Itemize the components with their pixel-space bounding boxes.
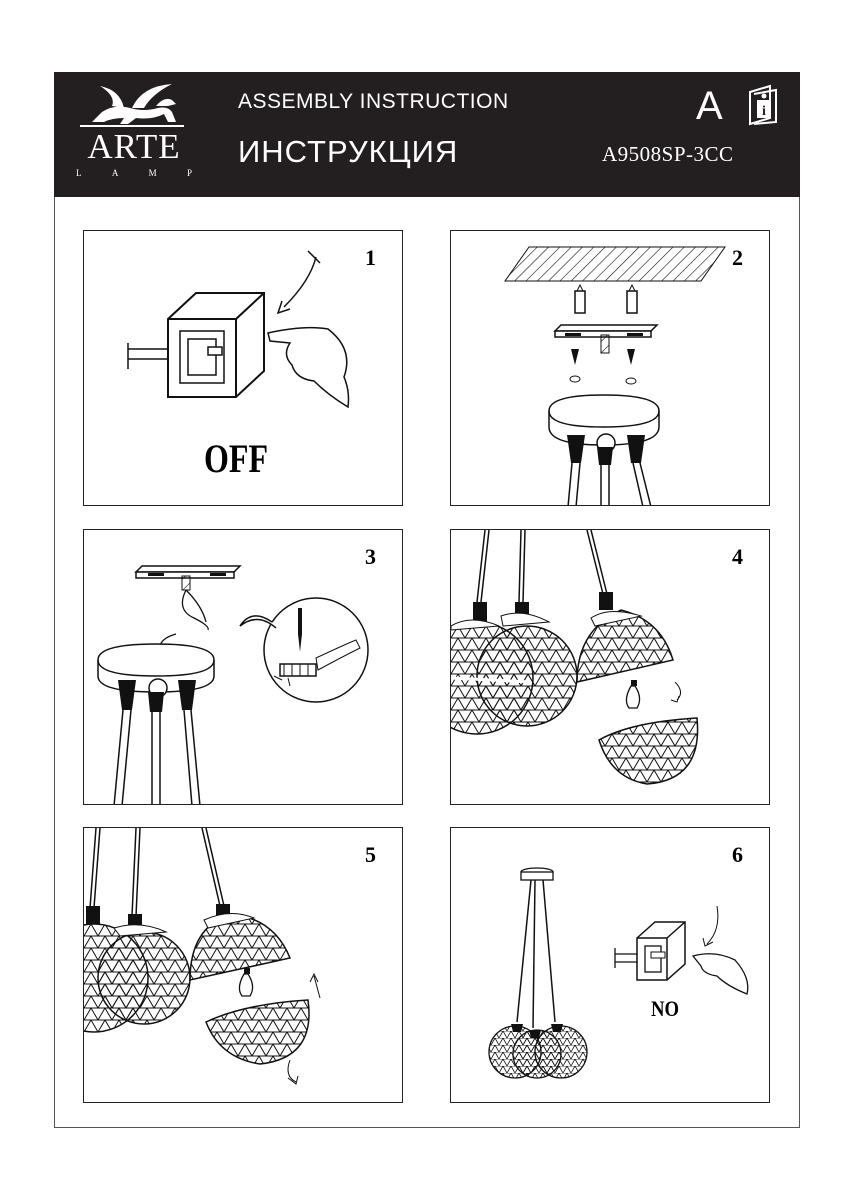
step-4-panel: 4 <box>450 529 770 805</box>
no-label: NO <box>651 996 680 1021</box>
step-number: 4 <box>732 544 743 569</box>
header-bar: ARTE L A M P ASSEMBLY INSTRUCTION ИНСТРУ… <box>54 72 800 197</box>
title-russian: ИНСТРУКЦИЯ <box>238 134 459 169</box>
step-5-panel: 5 <box>83 827 403 1103</box>
step-3-panel: 3 <box>83 529 403 805</box>
step-number: 3 <box>365 544 376 569</box>
title-english: ASSEMBLY INSTRUCTION <box>238 90 509 113</box>
language-letter: A <box>696 84 723 128</box>
finished-lamp-illustration <box>488 867 749 1079</box>
wiring-illustration <box>97 565 369 804</box>
step-number: 6 <box>732 842 743 867</box>
shade-removal-illustration <box>451 530 699 785</box>
svg-text:i: i <box>762 104 766 119</box>
step-6-panel: 6 NO <box>450 827 770 1103</box>
brand-subtitle: L A M P <box>76 168 192 178</box>
brand-name: ARTE <box>87 127 181 166</box>
step-number: 5 <box>365 842 376 867</box>
step-2-panel: 2 <box>450 230 770 506</box>
model-number: A9508SP-3CC <box>602 142 734 166</box>
griffin-logo-icon <box>80 84 184 127</box>
step-1-panel: 1 OFF <box>83 230 403 506</box>
ceiling-mount-illustration <box>504 246 726 505</box>
step-number: 1 <box>365 245 376 270</box>
step-number: 2 <box>732 245 743 270</box>
shade-installation-illustration <box>84 828 321 1085</box>
switch-off-illustration <box>127 250 350 409</box>
off-label: OFF <box>204 436 268 481</box>
info-book-icon: i <box>749 84 777 126</box>
